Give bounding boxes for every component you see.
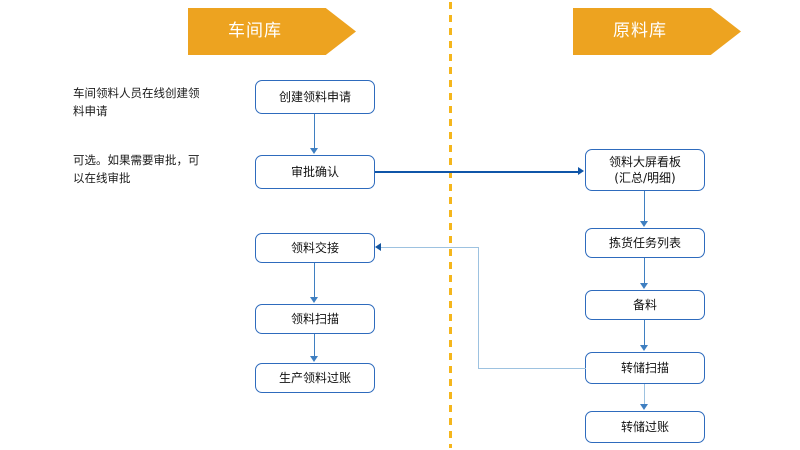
edge-dashboard-to-picklist-line [644,191,646,221]
node-production-post[interactable]: 生产领料过账 [255,363,375,393]
edge-prepare-to-transferscan-arrowhead [640,345,648,351]
node-create-request-label: 创建领料申请 [278,89,351,104]
lane-divider-dashed [449,2,452,448]
edge-create-to-approve-arrowhead [310,148,318,154]
node-transfer-post-label: 转储过账 [620,419,669,434]
node-transfer-scan[interactable]: 转储扫描 [585,352,705,384]
node-transfer-scan-label: 转储扫描 [620,360,669,375]
edge-materialscan-to-productionpost-line [314,334,316,356]
edge-prepare-to-transferscan-line [644,320,646,345]
node-approve-confirm-label: 审批确认 [290,164,339,179]
edge-materialscan-to-productionpost-arrowhead [310,356,318,362]
node-production-post-label: 生产领料过账 [278,370,351,385]
edge-transferscan-to-transferpost-arrowhead [640,404,648,410]
node-dashboard-label: 领料大屏看板 (汇总/明细) [608,154,681,185]
edge-picklist-to-prepare-line [644,258,646,283]
annotation-approve-confirm: 可选。如果需要审批，可 以在线审批 [73,153,200,185]
lane-banner-workshop-label: 车间库 [228,21,282,41]
node-create-request[interactable]: 创建领料申请 [255,80,375,114]
lane-banner-workshop: 车间库 [188,8,356,55]
edge-create-to-approve-line [314,114,316,148]
node-material-handover[interactable]: 领料交接 [255,233,375,263]
node-transfer-post[interactable]: 转储过账 [585,411,705,443]
edge-approve-to-dashboard-arrowhead [578,167,584,175]
lane-banner-material: 原料库 [573,8,741,55]
node-pick-task-list[interactable]: 拣货任务列表 [585,228,705,258]
edge-approve-to-dashboard-line [375,171,578,173]
node-approve-confirm[interactable]: 审批确认 [255,155,375,189]
edge-transferscan-to-handover-arrowhead [375,243,381,251]
lane-banner-material-label: 原料库 [613,21,667,41]
edge-handover-to-materialscan-arrowhead [310,297,318,303]
node-material-handover-label: 领料交接 [290,240,339,255]
node-material-scan[interactable]: 领料扫描 [255,304,375,334]
node-pick-task-list-label: 拣货任务列表 [608,235,681,250]
node-dashboard[interactable]: 领料大屏看板 (汇总/明细) [585,149,705,191]
node-material-scan-label: 领料扫描 [290,311,339,326]
node-prepare-material-label: 备料 [632,297,657,312]
edge-dashboard-to-picklist-arrowhead [640,221,648,227]
edge-transferscan-to-transferpost-line [644,384,646,404]
edge-transferscan-to-handover-seg-horizontal-upper [381,247,479,249]
edge-transferscan-to-handover-seg-horizontal-lower [478,368,586,370]
edge-picklist-to-prepare-arrowhead [640,283,648,289]
annotation-create-request: 车间领料人员在线创建领 料申请 [73,86,200,118]
node-prepare-material[interactable]: 备料 [585,290,705,320]
edge-handover-to-materialscan-line [314,263,316,297]
edge-transferscan-to-handover-seg-vertical [478,247,480,369]
